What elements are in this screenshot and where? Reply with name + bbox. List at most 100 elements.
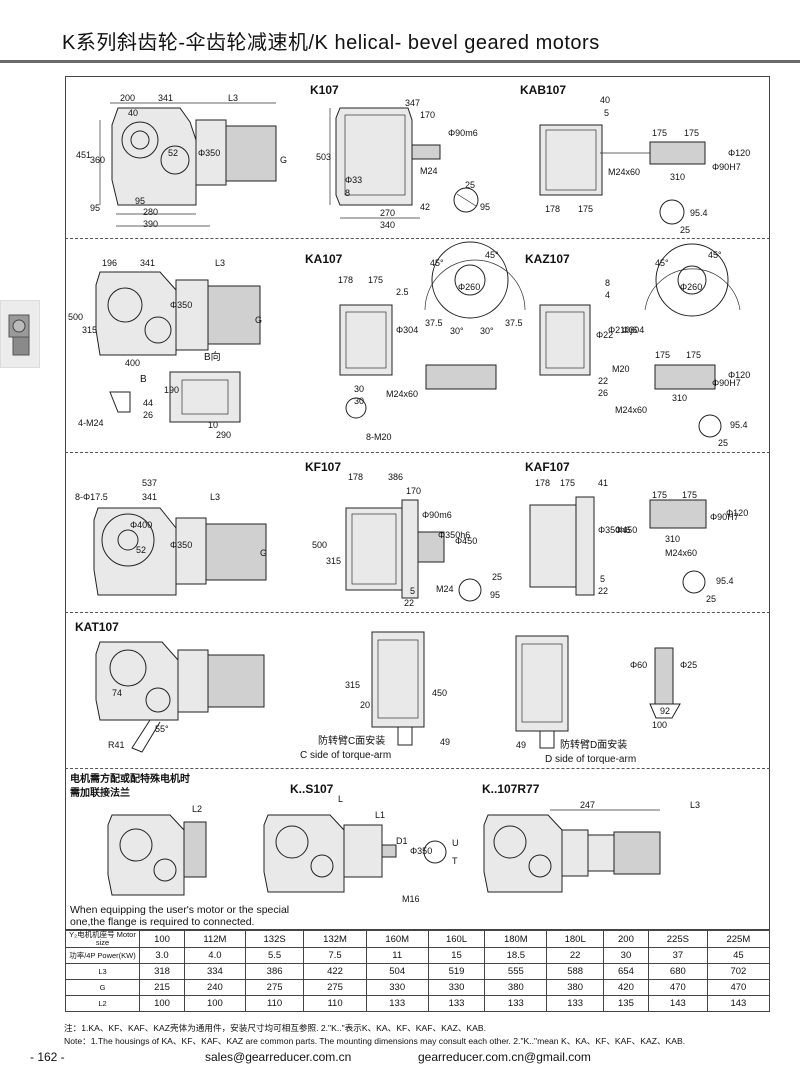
dim-label: M24x60 [608, 167, 641, 177]
dim-label: 175 [682, 490, 698, 500]
table-cell: 225M [706, 930, 771, 948]
dim-label: Φ60 [630, 660, 648, 670]
row-divider [65, 768, 770, 769]
dim-label: Φ33 [345, 175, 363, 185]
k107-front-view [99, 102, 277, 227]
table-cell: 160M [365, 930, 429, 948]
dim-label: 45° [655, 258, 669, 268]
dim-label: 49 [440, 737, 451, 747]
dim-label: Φ120 [728, 370, 751, 380]
dim-label: 8-M20 [366, 432, 392, 442]
dim-label: 25 [718, 438, 729, 448]
table-cell: 180L [546, 930, 604, 948]
motor-caption-cn-2: 需加联接法兰 [70, 788, 130, 799]
dim-label: 49 [516, 740, 527, 750]
dim-label: 45° [485, 250, 499, 260]
table-header-cell: 功率/4P Power(KW) [65, 947, 140, 964]
dim-label: 450 [432, 688, 448, 698]
dim-label: 8-Φ17.5 [75, 492, 108, 502]
dim-label: 26 [598, 388, 609, 398]
table-cell: 519 [427, 963, 486, 980]
dim-label: 30° [450, 326, 464, 336]
b-arrow-caption: B [140, 374, 147, 385]
dim-label: 45° [708, 250, 722, 260]
table-cell: 504 [365, 963, 429, 980]
table-cell: 330 [365, 979, 429, 996]
dim-label: 37.5 [425, 318, 443, 328]
dim-label: 5 [600, 574, 606, 584]
table-cell: 133 [484, 995, 548, 1012]
dim-label: 10 [208, 420, 219, 430]
dim-label: 22 [598, 586, 609, 596]
dim-label: 92 [660, 706, 671, 716]
dim-label: 26 [143, 410, 154, 420]
dim-label: 42 [420, 202, 431, 212]
dim-label: 2.5 [396, 287, 409, 297]
table-cell: 18.5 [484, 947, 548, 964]
dim-label: 4 [605, 290, 611, 300]
table-cell: 380 [484, 979, 548, 996]
dim-label: 315 [345, 680, 361, 690]
torque-d-caption-en: D side of torque-arm [545, 754, 637, 765]
dim-label: 175 [652, 128, 668, 138]
title-rule [0, 60, 800, 63]
dim-label: 386 [388, 472, 404, 482]
dim-label: 360 [90, 155, 106, 165]
table-cell: 470 [706, 979, 771, 996]
dim-label: 25 [492, 572, 503, 582]
dim-label: R41 [108, 740, 125, 750]
table-cell: 180M [484, 930, 548, 948]
dim-label: 40 [600, 95, 611, 105]
k107-side-view [329, 107, 479, 219]
note-en: Note：1.The housings of KA、KF、KAF、KAZ are… [64, 1036, 686, 1046]
dim-label: M24x60 [386, 389, 419, 399]
table-cell: 45 [706, 947, 771, 964]
table-cell: 588 [546, 963, 604, 980]
label-kat107: KAT107 [75, 620, 119, 634]
dim-label: 52 [168, 148, 179, 158]
table-header-cell: Y₂电机机座号 Motor size [65, 930, 140, 948]
table-cell: 386 [244, 963, 305, 980]
dim-label: 340 [380, 220, 396, 230]
dim-label: 178 [338, 275, 354, 285]
table-cell: 110 [244, 995, 305, 1012]
dim-label: 500 [68, 312, 84, 322]
table-cell: 7.5 [303, 947, 367, 964]
table-cell: 133 [546, 995, 604, 1012]
dim-label: 175 [578, 204, 594, 214]
table-cell: 420 [602, 979, 649, 996]
label-kf107: KF107 [305, 460, 342, 474]
gearbox-thumbnail-icon [8, 314, 30, 356]
dim-label: Φ90H7 [710, 512, 739, 522]
kaf107-views [529, 496, 707, 596]
dim-label: 44 [143, 398, 154, 408]
dim-label: U [452, 838, 459, 848]
dim-label: Φ90m6 [422, 510, 452, 520]
table-cell: 15 [427, 947, 486, 964]
dim-label: G [260, 548, 268, 558]
kaz107-views [539, 243, 741, 438]
dim-label: G [280, 155, 288, 165]
dim-label: 74 [112, 688, 123, 698]
dim-label: 4-M24 [78, 418, 104, 428]
label-ka107: KA107 [305, 252, 343, 266]
ka107-side-view [339, 241, 526, 419]
dim-label: 451 [76, 150, 92, 160]
kf107-front-view [93, 507, 267, 596]
dim-label: 170 [420, 110, 436, 120]
dim-label: M16 [402, 894, 420, 904]
dim-label: 45° [430, 258, 444, 268]
dim-label: L3 [228, 93, 239, 103]
table-cell: 334 [184, 963, 246, 980]
dim-label: 8 [605, 278, 611, 288]
table-cell: 275 [244, 979, 305, 996]
label-ks107: K..S107 [290, 782, 334, 796]
kat107-front-view [95, 641, 265, 753]
kf107-side-view [345, 499, 482, 602]
dim-label: 40 [128, 108, 139, 118]
table-cell: 225S [647, 930, 708, 948]
dim-label: 200 [120, 93, 136, 103]
dim-label: Φ304 [396, 325, 419, 335]
